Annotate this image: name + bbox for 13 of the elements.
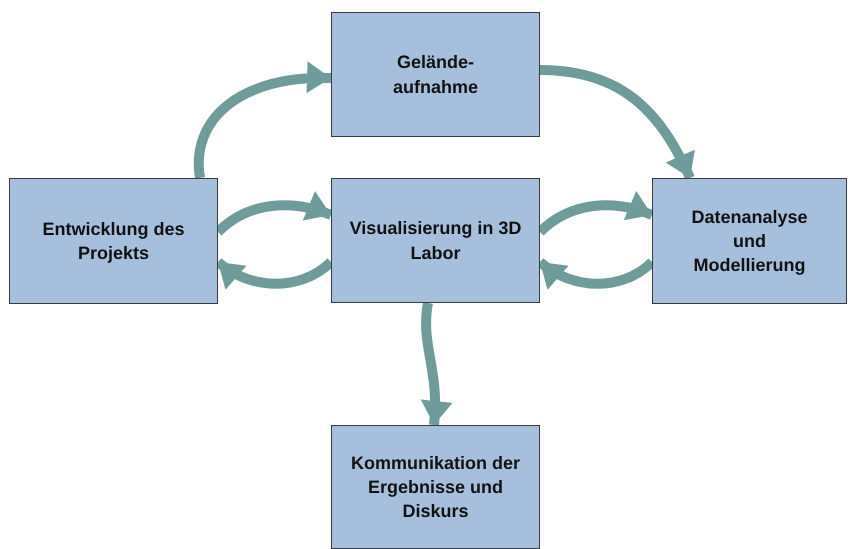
process-box bbox=[331, 425, 540, 549]
box-label: Visualisierung in 3D Labor bbox=[348, 217, 522, 264]
process-box bbox=[9, 178, 218, 304]
process-box bbox=[331, 12, 540, 137]
process-box bbox=[331, 178, 540, 303]
process-box bbox=[652, 178, 847, 304]
box-label: Datenanalyse und Modellierung bbox=[690, 206, 809, 278]
box-label: Kommunikation der Ergebnisse und Diskurs bbox=[350, 452, 520, 524]
box-label: Gelände-aufnahme bbox=[392, 51, 480, 98]
curved-arrow bbox=[420, 302, 452, 426]
curved-arrow bbox=[540, 65, 695, 180]
curved-arrow bbox=[194, 62, 332, 178]
box-label: Entwicklung des Projekts bbox=[41, 218, 186, 265]
